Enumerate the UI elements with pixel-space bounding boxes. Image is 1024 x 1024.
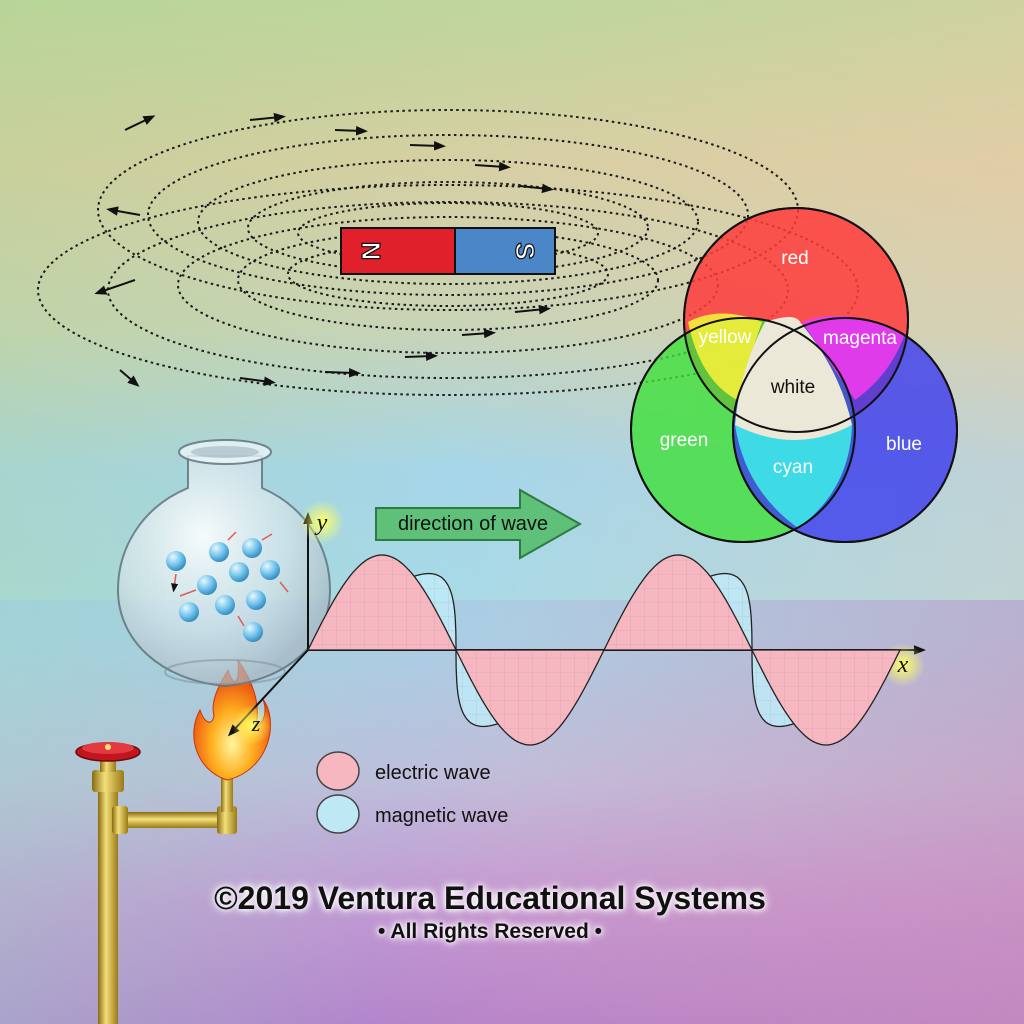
venn-label-red: red [781,248,808,269]
venn-magenta-region [802,315,905,400]
venn-cyan-region [735,425,852,528]
venn-label-blue: blue [886,434,922,455]
color-venn-diagram: red yellow magenta white green blue cyan [630,207,958,543]
venn-yellow-region [688,313,762,400]
direction-label: direction of wave [398,513,548,535]
venn-label-green: green [660,430,709,451]
venn-label-yellow: yellow [699,327,752,348]
venn-label-white: white [770,377,815,398]
rights-text: • All Rights Reserved • [378,920,602,943]
pipe-joint [92,770,124,792]
direction-arrow: direction of wave [375,488,583,560]
field-direction-arrows [94,112,554,387]
z-axis-label: z [251,711,261,736]
gas-burner [75,742,237,1024]
venn-label-cyan: cyan [773,457,813,478]
electromagnetic-wave: y x z [227,500,926,746]
gas-molecules [166,531,289,642]
legend-magnetic-swatch [316,794,360,834]
copyright-text: ©2019 Ventura Educational Systems [214,880,766,916]
venn-white-region [735,317,852,440]
glass-flask [116,439,332,688]
magnet-north-pole [340,227,456,275]
burner-nozzle [221,772,233,812]
magnet-north-label: N [356,242,386,261]
venn-label-magenta: magenta [823,328,897,349]
x-axis-label: x [897,652,909,678]
burner-vertical-pipe [98,780,118,1024]
legend-electric-label: electric wave [375,762,491,784]
bar-magnet: N S [340,227,556,275]
burner-horizontal-pipe [118,812,228,828]
legend-magnetic-label: magnetic wave [375,805,508,827]
magnet-south-pole [454,227,556,275]
wave-legend: electric wave magnetic wave [316,751,508,834]
magnet-south-label: S [510,242,540,259]
legend-electric-swatch [316,751,360,791]
y-axis-label: y [315,510,328,536]
